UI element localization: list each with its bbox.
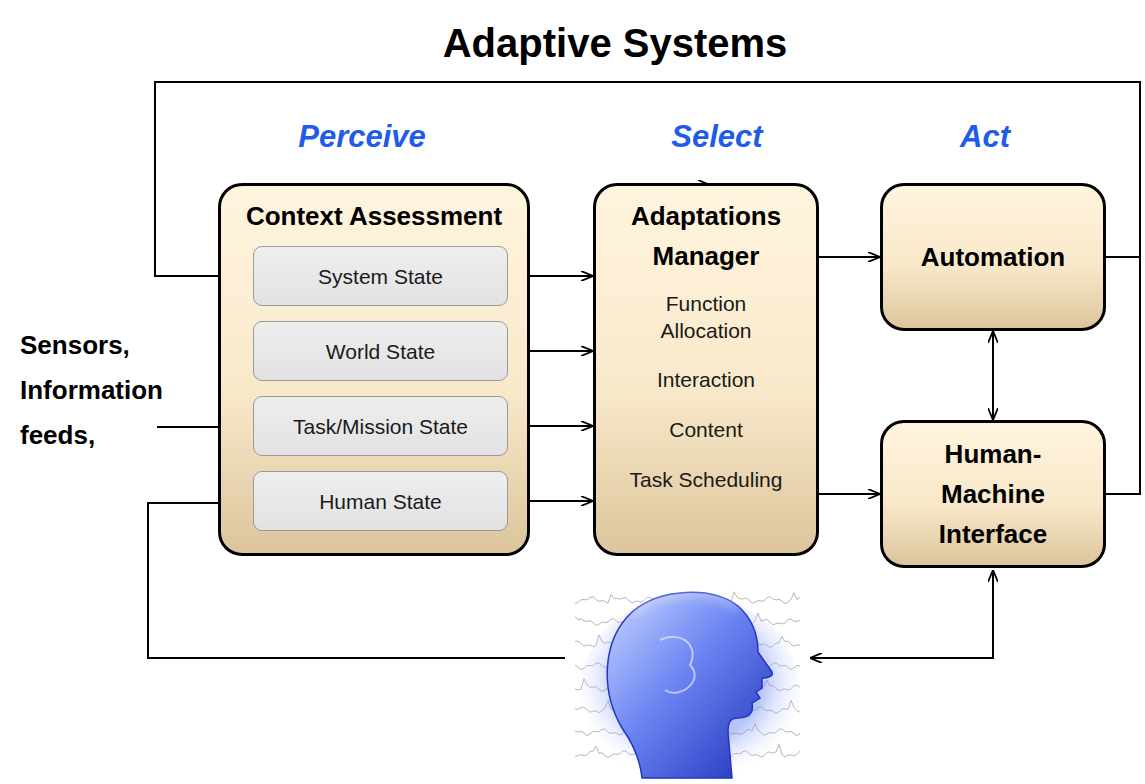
node-heading: World State bbox=[326, 338, 435, 365]
node-heading: System State bbox=[318, 263, 443, 290]
state-box: Human State bbox=[253, 471, 508, 531]
head-illustration bbox=[607, 592, 772, 778]
diagram-title: Adaptive Systems bbox=[365, 18, 865, 68]
brain-hint bbox=[660, 637, 695, 693]
node-item: Interaction bbox=[657, 366, 755, 393]
node-item: Task Scheduling bbox=[630, 466, 783, 493]
node-heading: Automation bbox=[921, 237, 1065, 277]
node-heading: Human- Machine Interface bbox=[909, 434, 1077, 554]
state-box: System State bbox=[253, 246, 508, 306]
connector-arrow bbox=[992, 331, 994, 420]
node-item: Content bbox=[669, 416, 743, 443]
node-item: Function Allocation bbox=[631, 290, 781, 344]
phase-label: Perceive bbox=[252, 117, 472, 157]
head-highlight bbox=[632, 592, 738, 612]
phase-label: Act bbox=[885, 117, 1085, 157]
node-heading: Context Assessment bbox=[246, 196, 502, 236]
node-heading: Adaptations Manager bbox=[604, 196, 808, 276]
manager-box: Adaptations ManagerFunction AllocationIn… bbox=[593, 183, 819, 556]
phase-label: Select bbox=[607, 117, 827, 157]
node-heading: Task/Mission State bbox=[293, 413, 468, 440]
interface-box: Human- Machine Interface bbox=[880, 420, 1106, 568]
state-box: Task/Mission State bbox=[253, 396, 508, 456]
node-heading: Human State bbox=[319, 488, 442, 515]
context-panel: Context AssessmentSystem StateWorld Stat… bbox=[218, 183, 530, 556]
connector-arrow bbox=[819, 256, 880, 258]
human-interface-line bbox=[810, 570, 993, 658]
connector-arrow bbox=[819, 493, 880, 495]
input-label: Sensors, Information feeds, bbox=[20, 323, 192, 458]
automation-box: Automation bbox=[880, 183, 1106, 331]
state-box: World State bbox=[253, 321, 508, 381]
